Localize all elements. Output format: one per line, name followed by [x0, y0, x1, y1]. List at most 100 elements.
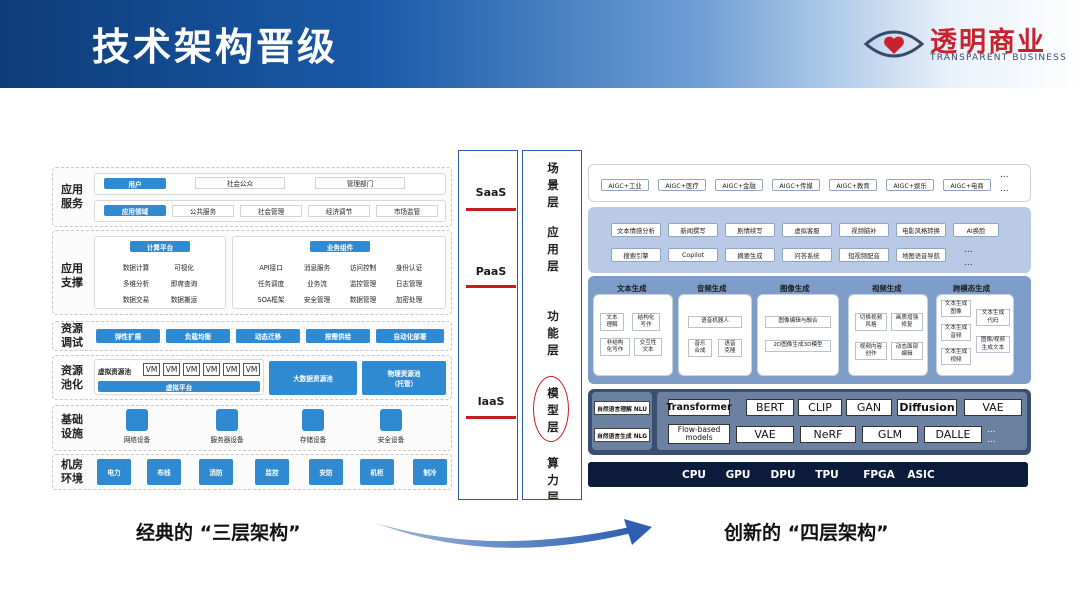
compute-layer-panel: [588, 462, 1028, 487]
model-box: Transformer: [666, 399, 732, 416]
infra-item: 网络设备: [123, 436, 151, 444]
curved-arrow-icon: [376, 519, 652, 548]
func-item: 切换视频 风格: [855, 313, 887, 331]
logo-subtitle: TRANSPARENT BUSINESS: [930, 53, 1068, 63]
app-tag: 剧情续写: [725, 223, 775, 237]
three-layer-box: [458, 150, 518, 500]
func-item: 结构化 写作: [632, 313, 660, 331]
app-tag: 短视频配音: [839, 248, 889, 262]
row-label: 资源 调试: [61, 322, 83, 349]
saas-label: SaaS: [475, 186, 507, 199]
infra-item: 服务器设备: [210, 436, 244, 444]
model-box: VAE: [736, 426, 794, 443]
compute-item: 多维分析: [122, 280, 150, 288]
component-item: API接口: [259, 264, 283, 272]
row-label: 资源 池化: [61, 364, 83, 391]
model-box: GLM: [862, 426, 918, 443]
users-tag: 用户: [104, 178, 166, 189]
func-item: 非结构 化写作: [600, 338, 630, 356]
func-item: 画质增强 修复: [891, 313, 923, 331]
scene-tag: AIGC+金融: [715, 179, 763, 191]
func-item: 文本生成 音频: [941, 324, 971, 341]
layer-app-label: 应 用 层: [547, 225, 559, 273]
component-item: 安全管理: [303, 296, 331, 304]
physical-pool: 物理资源池 （托管）: [362, 361, 446, 395]
component-item: 任务调度: [257, 280, 285, 288]
room-item: 消防: [199, 459, 233, 485]
scene-tag: AIGC+娱乐: [886, 179, 934, 191]
model-box: DALLE: [924, 426, 982, 443]
func-title: 跨模态生成: [953, 284, 990, 293]
infra-item: 安全设备: [377, 436, 405, 444]
scene-tag: AIGC+医疗: [658, 179, 706, 191]
vm-box: VM: [183, 363, 200, 376]
domain-item: 经济调节: [308, 205, 370, 217]
users-item: 管理部门: [315, 177, 405, 189]
ellipsis: ...: [964, 258, 973, 268]
func-item: 图像编辑与融合: [765, 316, 831, 328]
scheduling-item: 按需供给: [306, 329, 370, 343]
component-item: 加密处理: [395, 296, 423, 304]
app-tag: 新闻撰写: [668, 223, 718, 237]
room-item: 安防: [309, 459, 343, 485]
room-item: 电力: [97, 459, 131, 485]
ellipsis: ...: [1000, 170, 1009, 180]
vm-box: VM: [163, 363, 180, 376]
audio-gen-panel: [678, 294, 752, 376]
room-item: 制冷: [413, 459, 447, 485]
compute-item: 可视化: [174, 264, 194, 272]
app-tag: Copilot: [668, 248, 718, 262]
row-label: 应用 服务: [61, 183, 83, 210]
func-item: 语音 克隆: [718, 339, 742, 357]
iaas-divider: [466, 416, 516, 419]
compute-item: 数据交易: [122, 296, 150, 304]
nlu-box: 自然语言理解 NLU: [594, 401, 650, 415]
saas-divider: [466, 208, 516, 211]
component-item: 访问控制: [349, 264, 377, 272]
component-item: 业务流: [307, 280, 327, 288]
model-box: Flow-based models: [668, 424, 730, 444]
component-item: 数据管理: [349, 296, 377, 304]
domain-item: 公共服务: [172, 205, 234, 217]
domain-item: 社会管理: [240, 205, 302, 217]
storage-device-icon: [302, 409, 324, 431]
chip-label: CPU: [682, 468, 706, 481]
iaas-label: IaaS: [477, 395, 505, 408]
chip-label: FPGA: [863, 468, 895, 481]
app-tag: 视频脑补: [839, 223, 889, 237]
vm-box: VM: [223, 363, 240, 376]
layer-compute-label: 算 力 层: [547, 456, 559, 499]
compute-item: 数据计算: [122, 264, 150, 272]
func-title: 音频生成: [697, 284, 727, 293]
image-gen-panel: [757, 294, 839, 376]
network-device-icon: [126, 409, 148, 431]
app-tag: 电影风格转换: [896, 223, 946, 237]
security-device-icon: [380, 409, 402, 431]
scheduling-item: 负载均衡: [166, 329, 230, 343]
app-tag: AI换脸: [953, 223, 999, 237]
model-layer-highlight: [533, 376, 569, 442]
component-item: 监控管理: [349, 280, 377, 288]
func-item: 2D图像生成3D模型: [765, 340, 831, 352]
func-item: 视频内容 创作: [855, 342, 887, 360]
vm-box: VM: [243, 363, 260, 376]
business-components-title: 业务组件: [310, 241, 370, 252]
compute-item: 数据搬运: [170, 296, 198, 304]
compute-platform-title: 计算平台: [130, 241, 190, 252]
domain-tag: 应用领域: [104, 205, 166, 216]
func-title: 图像生成: [780, 284, 810, 293]
layer-model-label: 模 型 层: [547, 386, 559, 434]
component-item: 消息服务: [303, 264, 331, 272]
compute-item: 即席查询: [170, 280, 198, 288]
ellipsis: ...: [987, 435, 996, 445]
app-tag: 地图语音导航: [896, 248, 946, 262]
component-item: 日志管理: [395, 280, 423, 288]
func-item: 图像/视频 生成文本: [976, 336, 1010, 353]
ellipsis: ...: [1000, 184, 1009, 194]
scene-tag: AIGC+工业: [601, 179, 649, 191]
scene-tag: AIGC+教育: [829, 179, 877, 191]
layer-function-label: 功 能 层: [547, 309, 559, 357]
func-title: 文本生成: [617, 284, 647, 293]
row-label: 机房 环境: [61, 458, 83, 485]
scheduling-item: 自动化部署: [376, 329, 444, 343]
